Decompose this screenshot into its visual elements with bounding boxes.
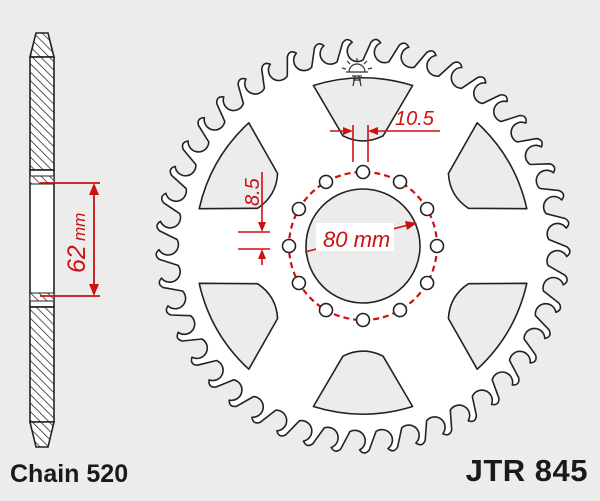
bolt-hole [392, 174, 408, 190]
side-lower-hatched-section [29, 306, 55, 423]
side-hub-upper-edge [29, 175, 55, 185]
lightening-cutouts [198, 77, 528, 415]
bolt-hole [281, 238, 297, 254]
chain-size-label: Chain 520 [10, 460, 129, 488]
bolt-hole [318, 174, 334, 190]
bolt-circle-label: 80 mm [323, 227, 390, 252]
lightening-cutout [198, 122, 279, 210]
lightening-cutout [447, 282, 528, 370]
sprocket-front-view: 10.5 8.5 80 mm [155, 38, 571, 454]
bolt-hole [419, 201, 435, 217]
bolt-hole [419, 275, 435, 291]
lightening-cutout [447, 122, 528, 210]
bolt-hole-diameter-dimension: 10.5 [330, 108, 440, 162]
side-top-tooth [28, 32, 56, 58]
lightening-cutout [198, 282, 279, 370]
side-upper-hatched-section [29, 56, 55, 171]
bolt-holes [281, 164, 445, 328]
side-bottom-tooth [28, 421, 56, 448]
bolt-hole [291, 201, 307, 217]
lightening-cutout [312, 350, 414, 415]
bolt-circle-dimension: 80 mm [304, 221, 417, 253]
bolt-hole-diameter-label: 10.5 [395, 108, 435, 130]
hub-bore-dimension: 62 mm [40, 182, 100, 297]
bolt-hole [392, 302, 408, 318]
bolt-hole [355, 312, 371, 328]
bolt-hole-offset-dimension: 8.5 [238, 172, 270, 265]
hub-bore-value: 62 [63, 245, 91, 273]
bolt-hole [291, 275, 307, 291]
bolt-hole [429, 238, 445, 254]
sprocket-side-view: 62 mm [28, 32, 100, 448]
manufacturer-logo-icon [341, 58, 373, 87]
bolt-hole-offset-label: 8.5 [242, 177, 264, 206]
bolt-hole [355, 164, 371, 180]
bolt-hole [318, 302, 334, 318]
lightening-cutout [312, 77, 414, 142]
part-number-label: JTR 845 [465, 453, 588, 488]
side-hub-lower-edge [29, 292, 55, 302]
side-hub-section [29, 169, 55, 308]
hub-bore-unit: mm [70, 213, 89, 241]
